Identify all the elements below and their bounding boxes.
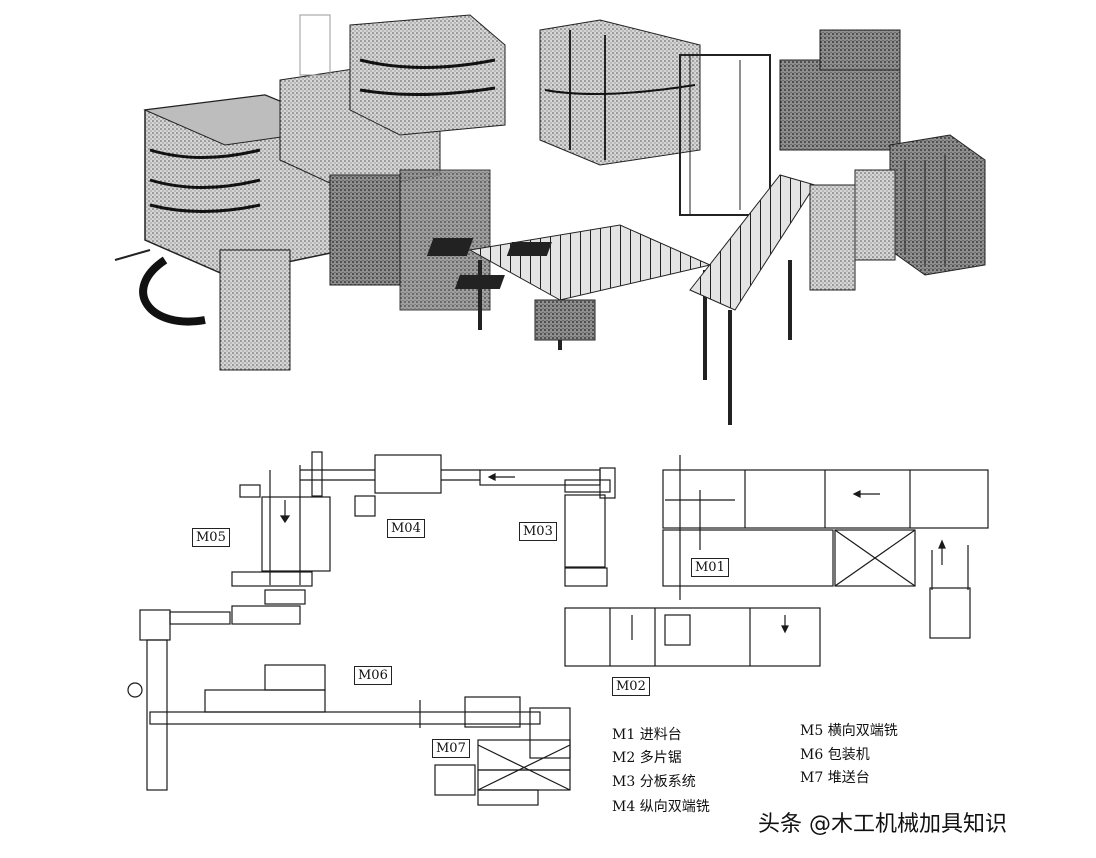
m03-label: M03 <box>519 522 557 541</box>
source-watermark: 头条 @木工机械加具知识 <box>758 812 1007 837</box>
legend-item-m4: M4 纵向双端铣 <box>612 799 710 815</box>
m02-label: M02 <box>612 677 650 696</box>
legend-item-m3: M3 分板系统 <box>612 774 696 790</box>
m06-machine-outline <box>127 605 571 791</box>
m05-machine-outline <box>231 465 331 605</box>
plan-layout-drawing <box>127 451 989 806</box>
m04-machine-outline <box>300 451 480 517</box>
m07-label: M07 <box>432 739 470 758</box>
m01-machine-outline <box>662 455 989 639</box>
legend-item-m1: M1 进料台 <box>612 727 682 743</box>
m06-label: M06 <box>354 666 392 685</box>
center-machine-cabinets <box>279 14 506 311</box>
legend-item-m5: M5 横向双端铣 <box>800 723 898 739</box>
right-machine-cabinets <box>539 19 901 216</box>
production-line-illustration <box>114 14 986 425</box>
m03-machine-outline <box>479 467 616 587</box>
m02-machine-outline <box>564 607 821 667</box>
m07-machine-outline <box>434 739 571 806</box>
legend-item-m2: M2 多片锯 <box>612 750 682 766</box>
right-conveyor <box>689 174 856 425</box>
right-stacker <box>854 134 986 276</box>
m01-label: M01 <box>691 558 729 577</box>
center-conveyor <box>426 224 712 380</box>
legend-item-m7: M7 堆送台 <box>800 770 870 786</box>
legend-item-m6: M6 包装机 <box>800 747 870 763</box>
m05-label: M05 <box>192 528 230 547</box>
m04-label: M04 <box>387 519 425 538</box>
